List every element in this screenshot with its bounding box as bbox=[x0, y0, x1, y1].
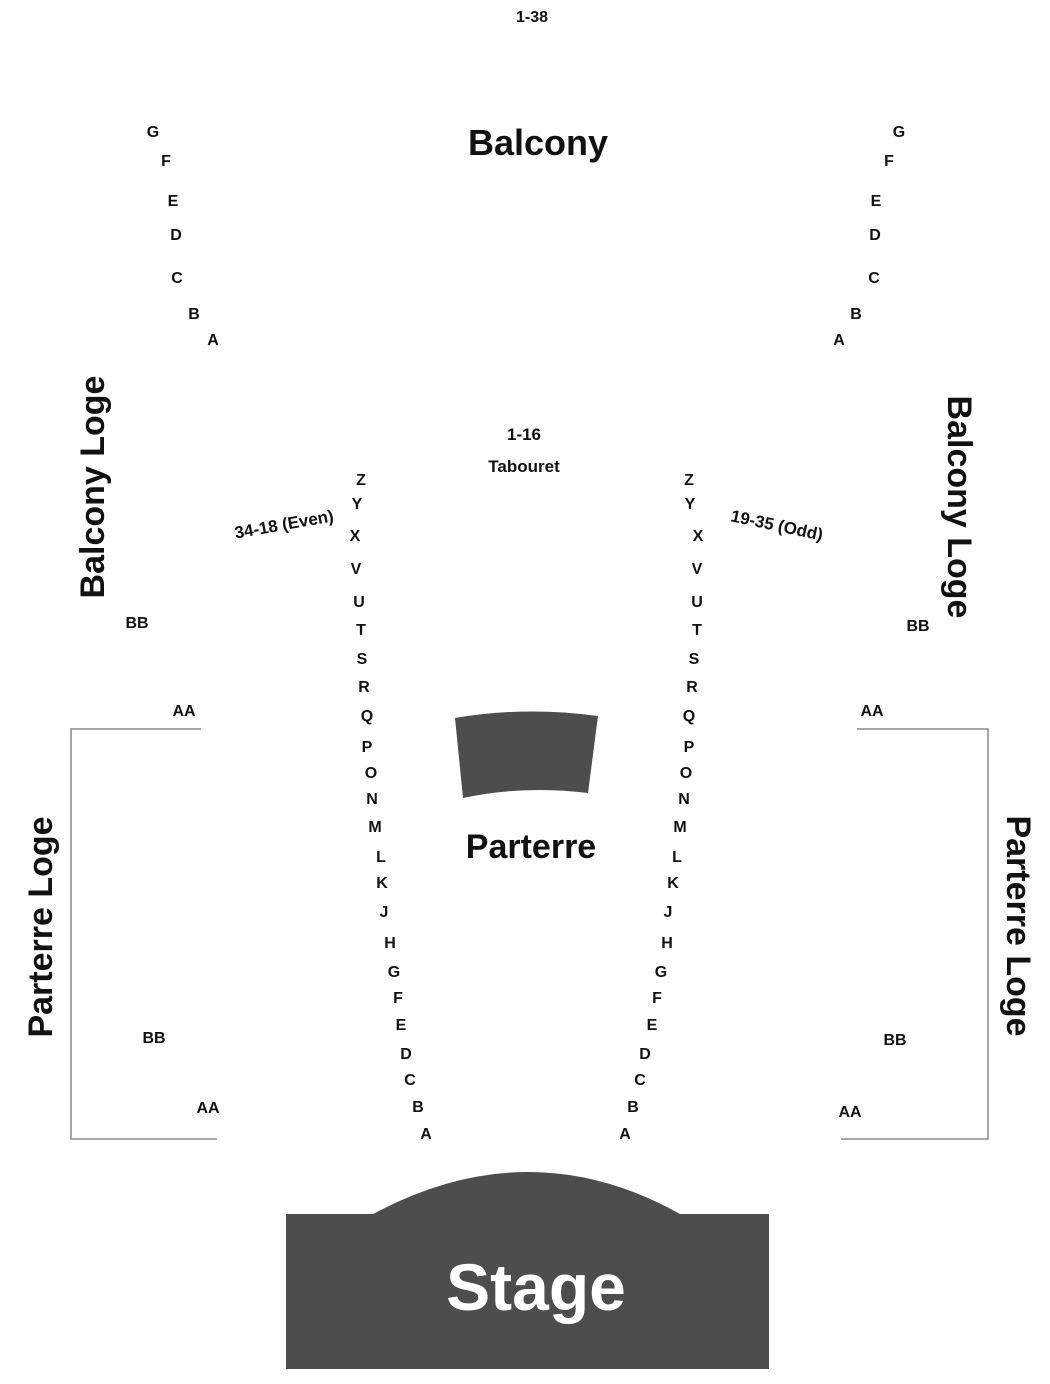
parterre-left-row-k: K bbox=[376, 875, 388, 892]
parterre-loge-left-row-bb: BB bbox=[142, 1030, 165, 1047]
parterre-left-row-n: N bbox=[366, 791, 378, 808]
parterre-loge-right-title: Parterre Loge bbox=[999, 815, 1037, 1036]
parterre-left-row-m: M bbox=[368, 819, 381, 836]
balcony-right-row-b: B bbox=[850, 306, 862, 323]
balcony-loge-right-title: Balcony Loge bbox=[940, 396, 978, 619]
parterre-right-row-y: Y bbox=[685, 496, 696, 513]
parterre-right-row-q: Q bbox=[683, 708, 695, 725]
parterre-left-row-g: G bbox=[388, 964, 400, 981]
tabouret-label: Tabouret bbox=[488, 457, 560, 476]
balcony-right-row-g: G bbox=[893, 124, 905, 141]
parterre-left-row-c: C bbox=[404, 1072, 416, 1089]
balcony-loge-left-row-bb: BB bbox=[125, 615, 148, 632]
stage-block bbox=[286, 1172, 769, 1369]
parterre-left-row-y: Y bbox=[352, 496, 363, 513]
parterre-right-row-b: B bbox=[627, 1099, 639, 1116]
odd-seats-label: 19-35 (Odd) bbox=[729, 506, 824, 544]
parterre-left-row-a: A bbox=[420, 1126, 432, 1143]
parterre-left-row-r: R bbox=[358, 679, 370, 696]
parterre-right-row-j: J bbox=[664, 904, 673, 921]
balcony-loge-right-row-bb: BB bbox=[906, 618, 929, 635]
parterre-block bbox=[455, 711, 598, 798]
balcony-right-row-c: C bbox=[868, 270, 880, 287]
parterre-left-row-q: Q bbox=[361, 708, 373, 725]
balcony-right-row-d: D bbox=[869, 227, 881, 244]
parterre-right-row-n: N bbox=[678, 791, 690, 808]
parterre-loge-right-outline bbox=[841, 728, 989, 1140]
parterre-loge-right-row-bb: BB bbox=[883, 1032, 906, 1049]
stage-label: Stage bbox=[446, 1250, 626, 1324]
parterre-right-row-f: F bbox=[652, 990, 662, 1007]
balcony-left-row-g: G bbox=[147, 124, 159, 141]
parterre-right-row-l: L bbox=[672, 849, 682, 866]
parterre-right-row-s: S bbox=[689, 651, 700, 668]
balcony-right-row-e: E bbox=[871, 193, 882, 210]
parterre-left-row-f: F bbox=[393, 990, 403, 1007]
balcony-left-row-c: C bbox=[171, 270, 183, 287]
parterre-left-row-u: U bbox=[353, 594, 365, 611]
parterre-right-row-x: X bbox=[693, 528, 704, 545]
parterre-loge-left-row-aa: AA bbox=[196, 1100, 220, 1117]
balcony-left-row-e: E bbox=[168, 193, 179, 210]
balcony-right-row-f: F bbox=[884, 153, 894, 170]
parterre-left-row-v: V bbox=[351, 561, 362, 578]
parterre-right-row-r: R bbox=[686, 679, 698, 696]
balcony-left-row-b: B bbox=[188, 306, 200, 323]
parterre-right-row-v: V bbox=[692, 561, 703, 578]
parterre-right-row-c: C bbox=[634, 1072, 646, 1089]
parterre-right-row-u: U bbox=[691, 594, 703, 611]
parterre-right-row-o: O bbox=[680, 765, 692, 782]
parterre-right-row-h: H bbox=[661, 935, 673, 952]
parterre-left-row-d: D bbox=[400, 1046, 412, 1063]
parterre-loge-left-title: Parterre Loge bbox=[22, 816, 60, 1037]
parterre-right-row-d: D bbox=[639, 1046, 651, 1063]
parterre-left-row-z: Z bbox=[356, 472, 366, 489]
parterre-right-row-e: E bbox=[647, 1017, 658, 1034]
parterre-loge-left-outline bbox=[70, 728, 217, 1140]
parterre-left-row-e: E bbox=[396, 1017, 407, 1034]
parterre-right-row-a: A bbox=[619, 1126, 631, 1143]
balcony-left-row-d: D bbox=[170, 227, 182, 244]
parterre-title: Parterre bbox=[466, 828, 596, 866]
parterre-left-row-x: X bbox=[350, 528, 361, 545]
parterre-left-row-t: T bbox=[356, 622, 366, 639]
parterre-left-row-o: O bbox=[365, 765, 377, 782]
parterre-right-row-z: Z bbox=[684, 472, 694, 489]
balcony-loge-left-row-aa: AA bbox=[172, 703, 196, 720]
parterre-right-row-k: K bbox=[667, 875, 679, 892]
parterre-right-row-g: G bbox=[655, 964, 667, 981]
top-range-label: 1-38 bbox=[516, 9, 548, 26]
tabouret-range: 1-16 bbox=[507, 425, 541, 444]
even-seats-label: 34-18 (Even) bbox=[233, 506, 335, 542]
parterre-left-row-j: J bbox=[380, 904, 389, 921]
balcony-left-row-a: A bbox=[207, 332, 219, 349]
balcony-right-row-a: A bbox=[833, 332, 845, 349]
balcony-loge-right-row-aa: AA bbox=[860, 703, 884, 720]
parterre-left-row-h: H bbox=[384, 935, 396, 952]
parterre-left-row-b: B bbox=[412, 1099, 424, 1116]
parterre-left-row-s: S bbox=[357, 651, 368, 668]
balcony-left-row-f: F bbox=[161, 153, 171, 170]
row-labels: GFEDCBAGFEDCBAZYXVUTSRQPONMLKJHGFEDCBAZY… bbox=[147, 124, 905, 1143]
parterre-loge-right-row-aa: AA bbox=[838, 1104, 862, 1121]
parterre-right-row-t: T bbox=[692, 622, 702, 639]
parterre-left-row-p: P bbox=[362, 739, 373, 756]
parterre-right-row-m: M bbox=[673, 819, 686, 836]
parterre-left-row-l: L bbox=[376, 849, 386, 866]
parterre-right-row-p: P bbox=[684, 739, 695, 756]
balcony-loge-left-title: Balcony Loge bbox=[74, 376, 112, 599]
balcony-title: Balcony bbox=[468, 122, 608, 163]
